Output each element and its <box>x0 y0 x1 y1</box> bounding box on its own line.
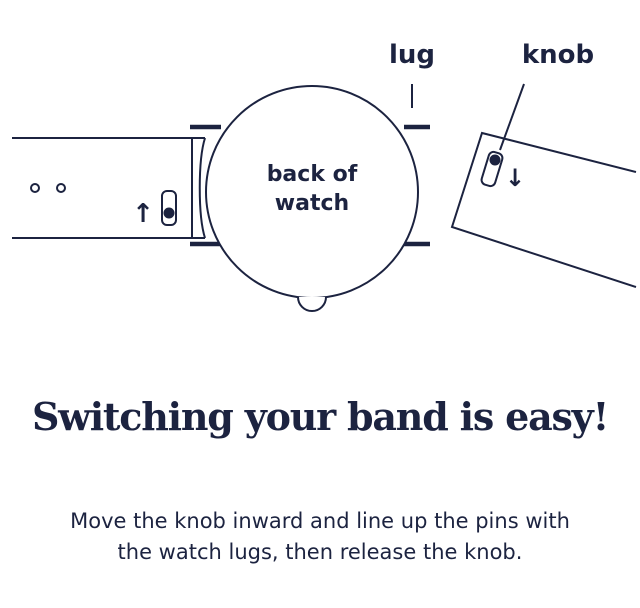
instructions-line-2: the watch lugs, then release the knob. <box>117 540 523 564</box>
instructions-line-1: Move the knob inward and line up the pin… <box>70 509 570 533</box>
band-end-curve <box>198 137 206 239</box>
up-arrow-icon: ↑ <box>132 199 154 229</box>
back-of-watch-label-line2: watch <box>275 191 349 216</box>
right-band-strap <box>450 131 637 288</box>
right-pin-knob-slot <box>480 150 504 188</box>
headline: Switching your band is easy! <box>31 394 609 439</box>
pin-knob-slot <box>161 190 177 226</box>
band-hole <box>56 183 66 193</box>
watch-button <box>297 296 327 312</box>
band-hole <box>30 183 40 193</box>
knob-pointer-line <box>499 83 525 151</box>
instructions: Move the knob inward and line up the pin… <box>0 506 640 568</box>
band-diagram: ↑ ↓ lug knob back of watch <box>12 40 637 312</box>
knob-label: knob <box>522 40 594 70</box>
down-arrow-icon: ↓ <box>505 164 525 192</box>
pin-knob <box>163 207 175 219</box>
back-of-watch-label-line1: back of <box>267 162 358 187</box>
left-band-strap <box>12 137 205 239</box>
lug-label: lug <box>389 40 435 70</box>
right-pin-knob <box>489 154 501 166</box>
